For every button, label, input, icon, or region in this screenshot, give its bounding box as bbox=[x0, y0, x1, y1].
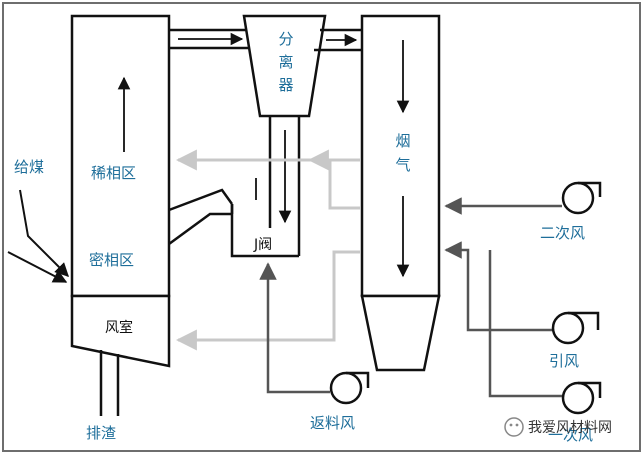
coal-feed-arrow-2 bbox=[7, 251, 68, 283]
j-valve-u bbox=[230, 204, 299, 258]
wind-box-label: 风室 bbox=[105, 319, 133, 336]
fan-icon-return bbox=[329, 371, 370, 405]
primary-air-label: 一次风 bbox=[548, 426, 593, 444]
induced-fan-label: 引风 bbox=[549, 352, 579, 370]
wind-box bbox=[70, 294, 171, 368]
separator-label-2: 离 bbox=[278, 53, 293, 71]
gray-flow-lower bbox=[175, 250, 360, 351]
cyclone-separator bbox=[242, 14, 327, 118]
top-duct-right bbox=[314, 28, 362, 52]
coal-feed-arrow-1 bbox=[19, 189, 69, 277]
induced-line bbox=[444, 241, 552, 332]
coal-feed-label: 给煤 bbox=[14, 158, 44, 176]
j-valve-label: J阀 bbox=[253, 237, 272, 253]
dilute-zone-label: 稀相区 bbox=[91, 164, 136, 182]
separator-label-3: 器 bbox=[278, 76, 293, 94]
flue-hopper bbox=[360, 294, 441, 372]
outer-frame bbox=[2, 2, 641, 452]
watermark-text: 我爱风材料网 bbox=[528, 420, 612, 436]
secondary-air-label: 二次风 bbox=[540, 224, 585, 242]
gray-flow-upper bbox=[307, 149, 360, 210]
slag-discharge-label: 排渣 bbox=[86, 424, 116, 442]
flue-gas-label-1: 烟 bbox=[395, 132, 410, 150]
return-air-line bbox=[259, 262, 330, 394]
slag-pipe bbox=[99, 350, 120, 416]
standpipe bbox=[268, 116, 301, 256]
fan-icon-induced bbox=[551, 311, 600, 345]
watermark: 我爱风材料网 bbox=[504, 417, 612, 437]
return-air-label: 返料风 bbox=[310, 414, 355, 432]
separator-label-1: 分 bbox=[278, 30, 293, 48]
fan-icon-secondary bbox=[561, 181, 602, 215]
flue-gas-label-2: 气 bbox=[395, 156, 410, 174]
fan-icon-primary bbox=[561, 381, 602, 415]
wechat-icon bbox=[504, 417, 524, 437]
top-duct-left bbox=[169, 28, 262, 50]
dense-zone-label: 密相区 bbox=[89, 251, 134, 269]
primary-air-line bbox=[488, 250, 562, 398]
return-duct bbox=[168, 188, 234, 246]
